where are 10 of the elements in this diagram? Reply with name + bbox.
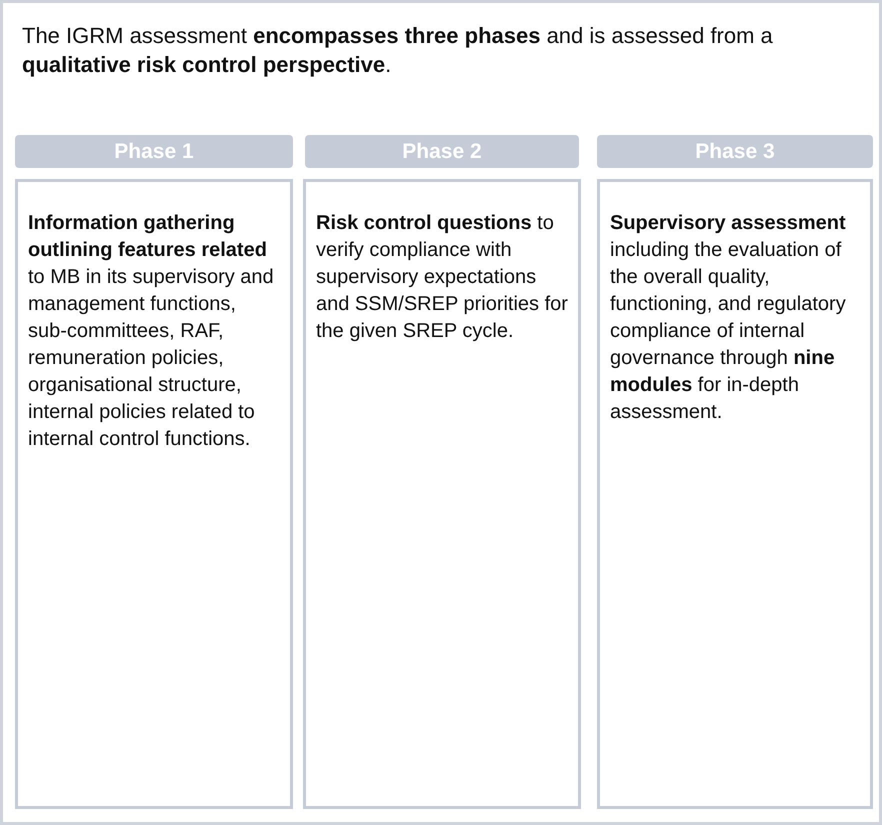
intro-text: The IGRM assessment encompasses three phases and is assessed from a qualitative risk control perspective. <box>22 22 774 79</box>
phase-description: Risk control questions to verify compliance with supervisory expectations and SSM/SREP priorities for the given SREP cycle. <box>316 211 568 344</box>
phase-description: Supervisory assessment including the evaluation of the overall quality, functioning, and regulatory compliance of internal governance through nine modules for in-depth assessment. <box>610 211 847 425</box>
phase-card <box>303 179 581 809</box>
phase-card <box>15 179 293 809</box>
phase-header: Phase 2 <box>305 135 579 168</box>
phase-description: Information gathering outlining features related to MB in its supervisory and management functions, sub-committees, RAF, remuneration policies, organisational structure, internal policies related to internal control functions. <box>28 211 275 452</box>
phase-header: Phase 1 <box>15 135 293 168</box>
phase-card <box>597 179 873 809</box>
phase-header: Phase 3 <box>597 135 873 168</box>
